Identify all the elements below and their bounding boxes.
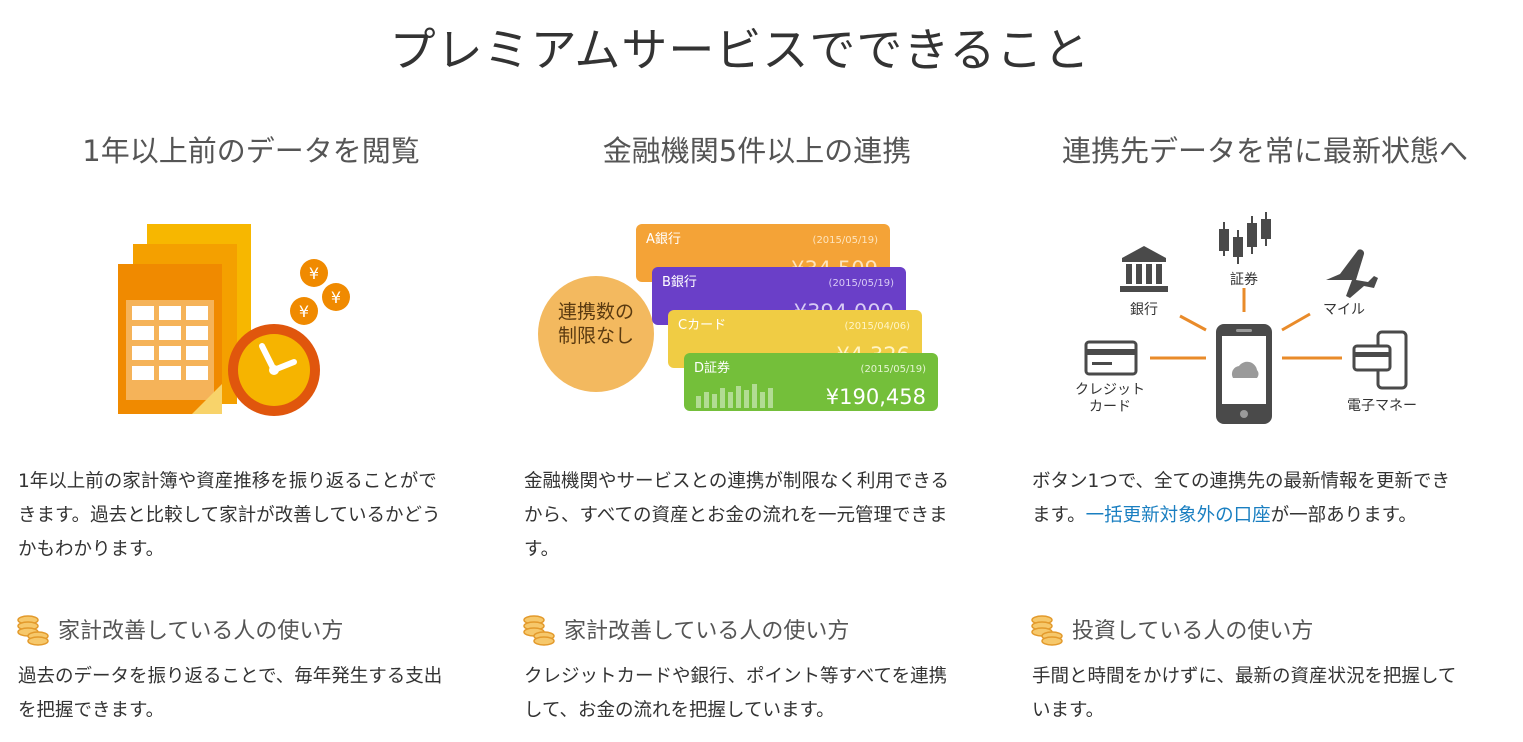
svg-text:B銀行: B銀行 [662,275,697,290]
calendar-icon [118,224,251,414]
svg-text:カード: カード [1089,399,1131,415]
svg-text:A銀行: A銀行 [646,232,681,247]
usage-title: 家計改善している人の使い方 [564,619,850,644]
svg-text:(2015/05/19): (2015/05/19) [861,364,927,375]
feature-description: 1年以上前の家計簿や資産推移を振り返ることができます。過去と比較して家計が改善し… [18,471,441,560]
svg-text:銀行: 銀行 [1130,302,1158,318]
history-illustration: ¥ ¥ ¥ [118,224,350,416]
accounts-illustration: 連携数の 制限なし A銀行 (2015/05/19) ¥34,509 B銀行 (… [538,224,938,411]
credit-card-icon: クレジット カード [1075,340,1145,415]
feature-history: 1年以上前のデータを閲覧 ¥ ¥ [16,0,486,742]
usage-title: 投資している人の使い方 [1072,619,1314,644]
svg-text:D証券: D証券 [694,360,730,376]
sync-illustration: 銀行 証券 マイル クレジット カード 電子マネー [1075,212,1417,424]
usage-text: クレジットカードや銀行、ポイント等すべてを連携して、お金の流れを把握しています。 [524,666,948,721]
connector-lines [1150,288,1342,360]
airplane-icon: マイル [1323,249,1378,318]
excluded-accounts-link[interactable]: 一括更新対象外の口座 [1085,505,1271,526]
e-money-icon: 電子マネー [1347,330,1417,414]
usage-heading: 家計改善している人の使い方 [522,612,992,646]
svg-text:(2015/05/19): (2015/05/19) [813,235,879,246]
svg-text:(2015/05/19): (2015/05/19) [829,278,895,289]
svg-text:マイル: マイル [1323,302,1365,318]
usage-text: 手間と時間をかけずに、最新の資産状況を把握しています。 [1032,666,1457,721]
svg-text:Cカード: Cカード [678,318,726,333]
feature-description: ボタン1つで、全ての連携先の最新情報を更新できます。一括更新対象外の口座が一部あ… [1032,471,1451,526]
feature-unlimited-links: 金融機関5件以上の連携 連携数の 制限なし A銀行 (2015/05/19) ¥… [522,0,992,742]
svg-text:制限なし: 制限なし [558,325,634,347]
coin-stack-icon [1031,615,1063,646]
yen-symbol: ¥ [331,288,341,307]
svg-text:連携数の: 連携数の [558,301,634,323]
usage-heading: 投資している人の使い方 [1030,612,1500,646]
candlestick-chart-icon [1219,212,1271,264]
usage-heading: 家計改善している人の使い方 [16,612,486,646]
svg-text:(2015/04/06): (2015/04/06) [845,321,911,332]
usage-title: 家計改善している人の使い方 [58,619,344,644]
feature-title: 金融機関5件以上の連携 [602,134,912,168]
page-title: プレミアムサービスでできること [389,23,1091,77]
feature-description: 金融機関やサービスとの連携が制限なく利用できるから、すべての資産とお金の流れを一… [524,471,949,560]
label-securities: 証券 [1230,272,1258,288]
usage-text: 過去のデータを振り返ることで、毎年発生する支出を把握できます。 [18,666,443,721]
smartphone-sync-icon [1216,324,1272,424]
yen-coin-icon: ¥ ¥ ¥ [290,259,350,325]
coin-stack-icon [17,615,49,646]
svg-text:電子マネー: 電子マネー [1347,398,1417,414]
svg-text:¥190,458: ¥190,458 [826,385,926,409]
yen-symbol: ¥ [299,302,309,321]
unlimited-badge: 連携数の 制限なし [538,276,654,392]
feature-title: 1年以上前のデータを閲覧 [82,134,420,168]
bank-icon: 銀行 [1120,246,1168,318]
svg-text:クレジット: クレジット [1075,382,1145,398]
feature-title: 連携先データを常に最新状態へ [1061,134,1468,168]
yen-symbol: ¥ [309,264,319,283]
coin-stack-icon [523,615,555,646]
feature-auto-refresh: 連携先データを常に最新状態へ 銀行 [1030,0,1500,742]
account-card: D証券 (2015/05/19) ¥190,458 [684,353,938,411]
clock-icon [228,324,320,416]
